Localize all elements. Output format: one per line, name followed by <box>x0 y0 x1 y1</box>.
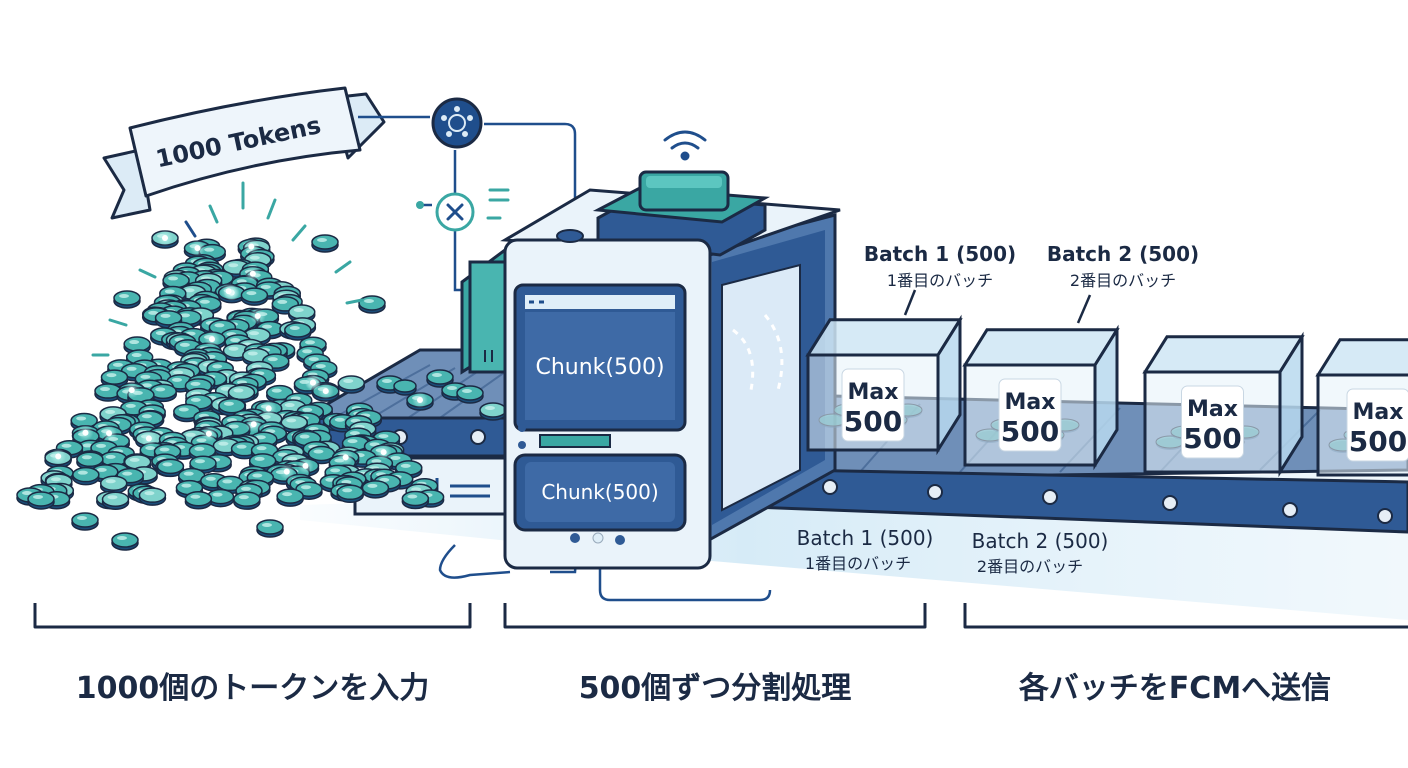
step-1-caption: 1000個のトークンを入力 <box>75 671 430 706</box>
token <box>156 458 185 478</box>
batch-2-top-sub: 2番目のバッチ <box>1070 271 1176 290</box>
network-hub-icon <box>431 97 483 149</box>
indicator-light <box>615 535 625 545</box>
label-pointer <box>1076 294 1092 324</box>
token <box>94 383 122 402</box>
batch-1-top-sub: 1番目のバッチ <box>887 271 993 290</box>
token-glow <box>249 307 266 324</box>
label-pointer <box>903 289 917 316</box>
token <box>426 369 454 388</box>
token <box>276 488 304 507</box>
token <box>256 519 284 538</box>
token <box>336 484 364 504</box>
token <box>358 295 386 314</box>
pile-sparkles <box>91 181 364 357</box>
box-label-max: Max <box>1187 397 1238 422</box>
token-glow <box>337 449 354 466</box>
cross-icon <box>446 203 464 221</box>
batch-1-bottom-title: Batch 1 (500) <box>797 526 934 550</box>
token-glow <box>375 444 392 461</box>
bottom-screen-text: Chunk(500) <box>541 480 658 504</box>
token <box>479 402 507 421</box>
token-glow <box>245 416 262 433</box>
token-glow <box>260 400 277 417</box>
token <box>240 287 269 306</box>
token <box>361 480 390 499</box>
token-glow <box>412 392 428 408</box>
step-brackets <box>33 603 1408 629</box>
token-glow <box>77 424 94 441</box>
token <box>456 385 484 404</box>
box-label-value: 500 <box>844 405 902 438</box>
indicator-light <box>570 533 580 543</box>
token-glow <box>220 283 237 300</box>
token <box>138 487 167 506</box>
indicator-light <box>592 532 604 544</box>
hub-symbol-icon <box>441 106 473 137</box>
token-glow <box>244 265 261 282</box>
box-label-value: 500 <box>1349 425 1407 458</box>
token <box>71 512 99 531</box>
box-label-value: 500 <box>1001 415 1059 448</box>
step-3-caption: 各バッチをFCMへ送信 <box>1018 671 1332 706</box>
token-glow <box>278 463 295 480</box>
token-glow <box>123 382 140 399</box>
token <box>101 491 130 510</box>
step-2-bracket <box>503 603 927 629</box>
chunk-machine: Chunk(500) Chunk(500) <box>460 130 841 570</box>
signal-dashes <box>486 188 510 220</box>
token <box>233 491 261 510</box>
box-label-max: Max <box>848 380 899 405</box>
token <box>401 490 430 510</box>
node-dot <box>416 201 424 209</box>
token <box>149 383 177 403</box>
token <box>113 290 141 309</box>
token <box>72 466 100 486</box>
token <box>111 532 139 551</box>
token-glow <box>189 240 206 257</box>
token-glow <box>317 383 334 400</box>
token-glow <box>50 448 67 465</box>
token <box>311 234 339 253</box>
token-pile <box>16 230 787 551</box>
step-3-bracket <box>963 603 1408 629</box>
token <box>27 491 55 510</box>
token <box>184 491 213 510</box>
token-glow <box>200 425 217 442</box>
token-glow <box>297 457 314 474</box>
batch-2-top-title: Batch 2 (500) <box>1047 242 1199 266</box>
token <box>337 375 366 394</box>
token <box>227 384 256 404</box>
batch-1-top-title: Batch 1 (500) <box>864 242 1016 266</box>
box-label-value: 500 <box>1183 422 1241 455</box>
token-glow <box>243 238 260 255</box>
batch-2-bottom-sub: 2番目のバッチ <box>977 557 1083 576</box>
top-screen-text: Chunk(500) <box>535 355 664 380</box>
token-glow <box>140 430 157 447</box>
step-1-bracket <box>33 603 472 629</box>
box-label-max: Max <box>1005 390 1056 415</box>
token <box>284 322 312 341</box>
wifi-icon <box>663 130 707 161</box>
token-glow <box>157 230 173 246</box>
token-glow <box>101 425 118 442</box>
step-2-caption: 500個ずつ分割処理 <box>578 671 852 706</box>
token <box>99 475 128 494</box>
token <box>393 379 417 396</box>
batch-1-bottom-sub: 1番目のバッチ <box>805 554 911 573</box>
token-glow <box>203 331 220 348</box>
box-label-max: Max <box>1353 400 1404 425</box>
batch-2-bottom-title: Batch 2 (500) <box>972 529 1109 553</box>
token <box>307 445 336 465</box>
token-glow <box>304 374 321 391</box>
token <box>266 384 294 404</box>
